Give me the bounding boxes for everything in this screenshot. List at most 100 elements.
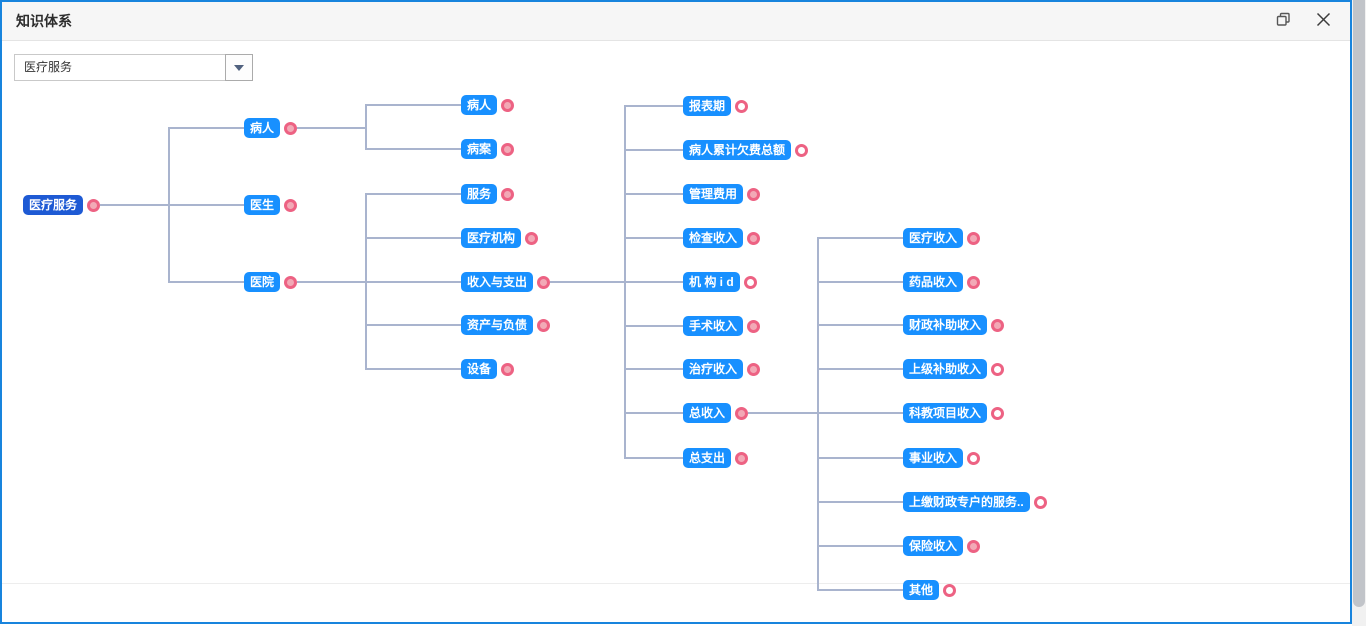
tree-node-label[interactable]: 资产与负债 (461, 315, 534, 335)
tree-node-label[interactable]: 手术收入 (683, 316, 744, 336)
tree-node[interactable]: 管理费用 (683, 184, 761, 204)
tree-node-label[interactable]: 病案 (461, 139, 498, 159)
node-handle[interactable] (525, 231, 539, 245)
tree-node[interactable]: 医疗机构 (461, 228, 539, 248)
tree-node[interactable]: 机 构 i d (683, 272, 757, 292)
tree-node[interactable]: 医疗服务 (23, 195, 101, 215)
tree-node[interactable]: 资产与负债 (461, 315, 551, 335)
tree-node[interactable]: 医生 (244, 195, 298, 215)
node-handle[interactable] (991, 362, 1005, 376)
close-button[interactable] (1314, 12, 1332, 30)
node-handle[interactable] (967, 539, 981, 553)
tree-node-label[interactable]: 上级补助收入 (903, 359, 988, 379)
node-handle[interactable] (735, 406, 749, 420)
node-handle[interactable] (87, 198, 101, 212)
tree-node-label[interactable]: 机 构 i d (683, 272, 740, 292)
tree-node[interactable]: 药品收入 (903, 272, 981, 292)
tree-node-label[interactable]: 医疗收入 (903, 228, 964, 248)
tree-node-label[interactable]: 医院 (244, 272, 281, 292)
node-handle[interactable] (501, 187, 515, 201)
dropdown-arrow-button[interactable] (225, 54, 253, 81)
knowledge-selector: 医疗服务 (14, 54, 253, 81)
tree-node[interactable]: 总支出 (683, 448, 749, 468)
tree-node[interactable]: 手术收入 (683, 316, 761, 336)
tree-node-label[interactable]: 病人累计欠费总额 (683, 140, 792, 160)
node-handle[interactable] (537, 275, 551, 289)
tree-node[interactable]: 上级补助收入 (903, 359, 1005, 379)
tree-node[interactable]: 服务 (461, 184, 515, 204)
window-controls (1274, 12, 1336, 30)
node-handle[interactable] (747, 187, 761, 201)
node-handle[interactable] (501, 142, 515, 156)
node-handle[interactable] (967, 275, 981, 289)
tree-node[interactable]: 医院 (244, 272, 298, 292)
tree-node-label[interactable]: 设备 (461, 359, 498, 379)
panel-header: 知识体系 (2, 2, 1350, 41)
tree-node-label[interactable]: 报表期 (683, 96, 732, 116)
tree-node[interactable]: 设备 (461, 359, 515, 379)
tree-node[interactable]: 其他 (903, 580, 957, 600)
node-handle[interactable] (967, 451, 981, 465)
tree-node[interactable]: 治疗收入 (683, 359, 761, 379)
node-handle[interactable] (735, 451, 749, 465)
tree-node[interactable]: 保险收入 (903, 536, 981, 556)
tree-node-label[interactable]: 事业收入 (903, 448, 964, 468)
tree-node[interactable]: 上缴财政专户的服务.. (903, 492, 1047, 512)
tree-node[interactable]: 报表期 (683, 96, 749, 116)
tree-node-label[interactable]: 医疗服务 (23, 195, 84, 215)
tree-node-label[interactable]: 医疗机构 (461, 228, 522, 248)
node-handle[interactable] (747, 231, 761, 245)
node-handle[interactable] (943, 583, 957, 597)
tree-node[interactable]: 财政补助收入 (903, 315, 1005, 335)
tree-node-label[interactable]: 保险收入 (903, 536, 964, 556)
tree-node-label[interactable]: 药品收入 (903, 272, 964, 292)
node-handle[interactable] (284, 121, 298, 135)
tree-node-label[interactable]: 治疗收入 (683, 359, 744, 379)
node-handle[interactable] (501, 98, 515, 112)
node-handle[interactable] (991, 406, 1005, 420)
node-handle[interactable] (1033, 495, 1047, 509)
scrollbar[interactable] (1352, 0, 1366, 626)
tree-node-label[interactable]: 服务 (461, 184, 498, 204)
scrollbar-thumb[interactable] (1353, 0, 1365, 607)
node-handle[interactable] (284, 275, 298, 289)
tree-node[interactable]: 病案 (461, 139, 515, 159)
tree-node[interactable]: 检查收入 (683, 228, 761, 248)
tree-node-label[interactable]: 财政补助收入 (903, 315, 988, 335)
node-handle[interactable] (743, 275, 757, 289)
tree-node-label[interactable]: 总支出 (683, 448, 732, 468)
tree-node[interactable]: 病人累计欠费总额 (683, 140, 809, 160)
tree-node-label[interactable]: 科教项目收入 (903, 403, 988, 423)
node-handle[interactable] (747, 362, 761, 376)
tree-node[interactable]: 总收入 (683, 403, 749, 423)
tree-node-label[interactable]: 医生 (244, 195, 281, 215)
node-handle[interactable] (501, 362, 515, 376)
node-handle[interactable] (747, 319, 761, 333)
node-handle[interactable] (537, 318, 551, 332)
tree-node-label[interactable]: 收入与支出 (461, 272, 534, 292)
knowledge-selector-value[interactable]: 医疗服务 (14, 54, 226, 81)
tree-node[interactable]: 收入与支出 (461, 272, 551, 292)
tree-node-label[interactable]: 其他 (903, 580, 940, 600)
restore-button[interactable] (1274, 12, 1292, 30)
footer-divider (2, 583, 1350, 584)
tree-node-label[interactable]: 总收入 (683, 403, 732, 423)
node-handle[interactable] (795, 143, 809, 157)
tree-node[interactable]: 事业收入 (903, 448, 981, 468)
chevron-down-icon (234, 64, 244, 71)
tree-node-label[interactable]: 管理费用 (683, 184, 744, 204)
tree-node[interactable]: 医疗收入 (903, 228, 981, 248)
node-handle[interactable] (991, 318, 1005, 332)
tree-node-label[interactable]: 检查收入 (683, 228, 744, 248)
tree-node-label[interactable]: 病人 (461, 95, 498, 115)
tree-node[interactable]: 科教项目收入 (903, 403, 1005, 423)
node-handle[interactable] (735, 99, 749, 113)
node-handle[interactable] (967, 231, 981, 245)
tree-node[interactable]: 病人 (244, 118, 298, 138)
tree-node[interactable]: 病人 (461, 95, 515, 115)
tree-node-label[interactable]: 上缴财政专户的服务.. (903, 492, 1030, 512)
node-handle[interactable] (284, 198, 298, 212)
tree-node-label[interactable]: 病人 (244, 118, 281, 138)
